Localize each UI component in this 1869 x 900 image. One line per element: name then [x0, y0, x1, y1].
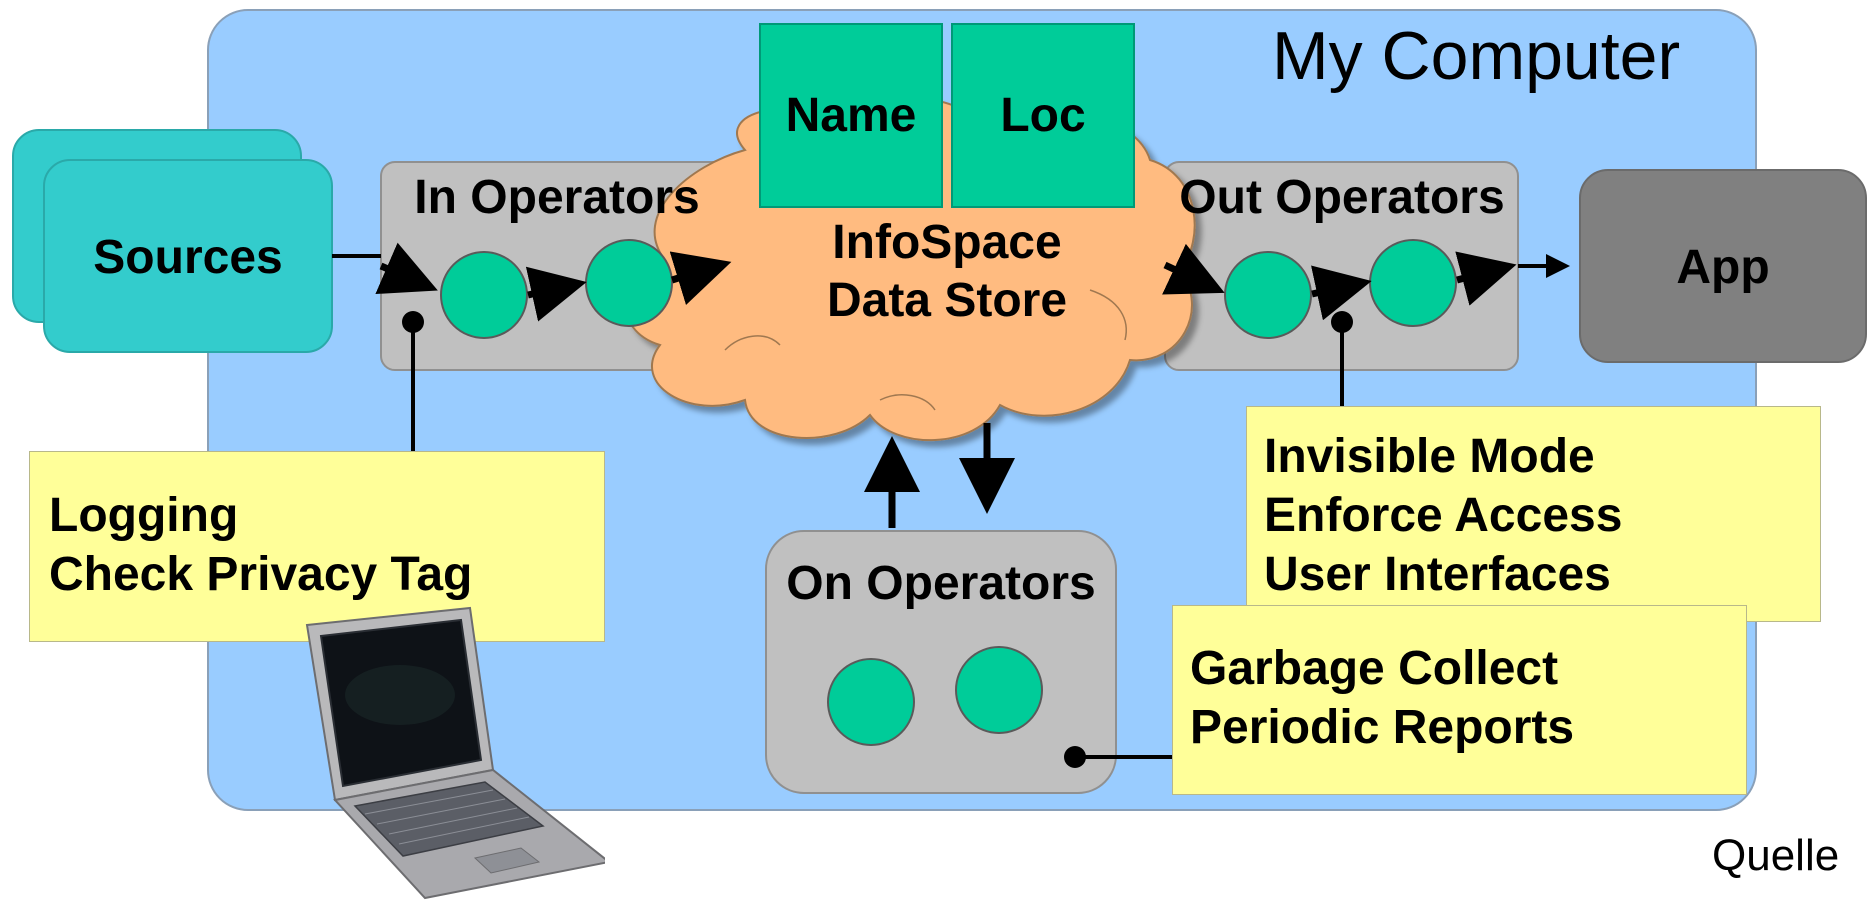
sources-label: Sources — [93, 231, 283, 284]
my-computer-title: My Computer — [1272, 18, 1681, 94]
cloud-inner-curve-3 — [724, 335, 781, 351]
in-operators-label: In Operators — [414, 171, 700, 224]
note-garbage-line-1: Garbage Collect — [1190, 642, 1559, 695]
laptop-image — [305, 606, 605, 900]
name-tab — [759, 23, 943, 208]
out-operators-label: Out Operators — [1179, 171, 1505, 224]
arrow-in-node-2-to-store — [669, 251, 732, 306]
app-label: App — [1676, 241, 1770, 294]
note-garbage-collect: Garbage Collect Periodic Reports — [1172, 605, 1747, 795]
name-tab-label: Name — [785, 89, 917, 142]
out-operator-node-1 — [1224, 251, 1312, 339]
store-label-line-2: Data Store — [826, 274, 1068, 327]
cloud-inner-curve-2 — [879, 394, 936, 411]
loc-tab — [951, 23, 1135, 208]
on-operator-node-1 — [827, 658, 915, 746]
arrow-in-node-1-to-2 — [525, 266, 587, 322]
store-label-line-1: InfoSpace — [832, 216, 1062, 269]
cloud-inner-curve-1 — [1089, 289, 1127, 341]
connector-dot-logging — [402, 311, 424, 333]
note-invisible-line-1: Invisible Mode — [1264, 430, 1595, 483]
loc-tab-label: Loc — [1000, 89, 1086, 142]
arrow-store-to-out-node-1 — [1162, 243, 1225, 295]
note-garbage-line-2: Periodic Reports — [1190, 701, 1575, 754]
arrow-out-node-2-to-box-edge — [1455, 251, 1517, 306]
note-logging-line-1: Logging — [49, 489, 239, 542]
note-invisible-line-3: User Interfaces — [1264, 548, 1611, 601]
note-logging-line-2: Check Privacy Tag — [49, 548, 473, 601]
note-invisible-mode: Invisible Mode Enforce Access User Inter… — [1246, 406, 1821, 622]
note-logging: Logging Check Privacy Tag — [29, 451, 605, 642]
on-operator-node-2 — [955, 646, 1043, 734]
note-invisible-line-2: Enforce Access — [1264, 489, 1623, 542]
app-box — [1579, 169, 1867, 363]
connector-dot-garbage — [1064, 746, 1086, 768]
arrow-into-in-node-1 — [375, 242, 438, 295]
in-operator-node-2 — [585, 239, 673, 327]
on-operators-label: On Operators — [786, 557, 1096, 610]
out-operator-node-2 — [1369, 239, 1457, 327]
in-operator-node-1 — [440, 251, 528, 339]
arrow-out-node-1-to-2 — [1311, 265, 1372, 321]
source-credit: Quelle — [1712, 831, 1840, 880]
connector-dot-invisible — [1331, 311, 1353, 333]
